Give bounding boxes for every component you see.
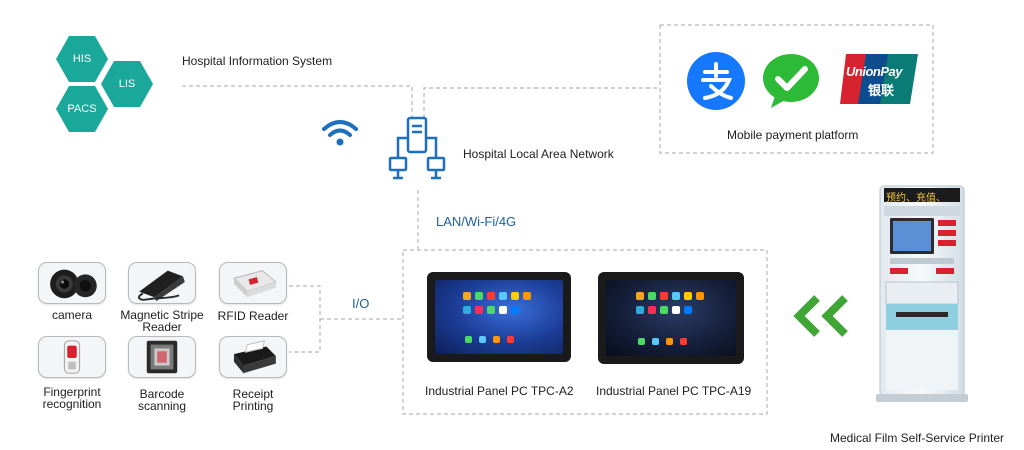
server-network-icon	[388, 116, 446, 180]
panel-a2-label: Industrial Panel PC TPC-A2	[425, 384, 574, 398]
his-system-label: Hospital Information System	[182, 54, 333, 68]
fingerprint-caption: Fingerprint recognition	[42, 385, 102, 411]
payment-platform-label: Mobile payment platform	[727, 128, 859, 142]
receipt-caption: Receipt Printing	[232, 387, 274, 413]
camera-icon	[50, 269, 97, 299]
panel-pc-a2	[427, 272, 571, 362]
camera-tile	[38, 262, 106, 304]
kiosk-screen-text: 预约、充值、	[886, 193, 946, 204]
app-icons-grid-dark	[636, 292, 704, 345]
lan-network-label: Hospital Local Area Network	[463, 147, 614, 161]
panel-pc-a19	[598, 272, 744, 364]
fingerprint-scanner-icon	[63, 340, 81, 374]
unionpay-icon	[840, 54, 918, 104]
printer-label: Medical Film Self-Service Printer	[830, 431, 1005, 445]
wifi-icon	[322, 120, 358, 146]
rfid-tile	[219, 262, 287, 304]
unionpay-wordmark: UnionPay	[846, 64, 902, 79]
barcode-scanner-icon	[146, 340, 178, 374]
unionpay-chinese: 银联	[868, 83, 895, 98]
receipt-printer-icon	[233, 340, 276, 374]
app-icons-grid	[463, 292, 531, 343]
film-printer-kiosk	[876, 185, 968, 402]
receipt-tile	[219, 336, 287, 378]
magstripe-tile	[128, 262, 196, 304]
alipay-icon	[687, 52, 745, 110]
panel-a19-screen	[606, 280, 736, 356]
barcode-tile	[128, 336, 196, 378]
panel-a19-label: Industrial Panel PC TPC-A19	[596, 384, 752, 398]
lan-wifi-label: LAN/Wi-Fi/4G	[436, 214, 517, 229]
magstripe-caption: Magnetic Stripe Reader	[120, 308, 204, 334]
rfid-caption: RFID Reader	[217, 309, 289, 323]
barcode-caption: Barcode scanning	[137, 387, 187, 413]
chevron-double-left-icon	[793, 295, 848, 337]
fingerprint-tile	[38, 336, 106, 378]
io-label: I/O	[352, 296, 370, 311]
rfid-reader-icon	[233, 270, 277, 298]
camera-caption: camera	[51, 308, 92, 322]
wechat-pay-icon	[763, 54, 819, 108]
magstripe-reader-icon	[137, 270, 185, 302]
panel-a2-screen	[435, 280, 563, 354]
